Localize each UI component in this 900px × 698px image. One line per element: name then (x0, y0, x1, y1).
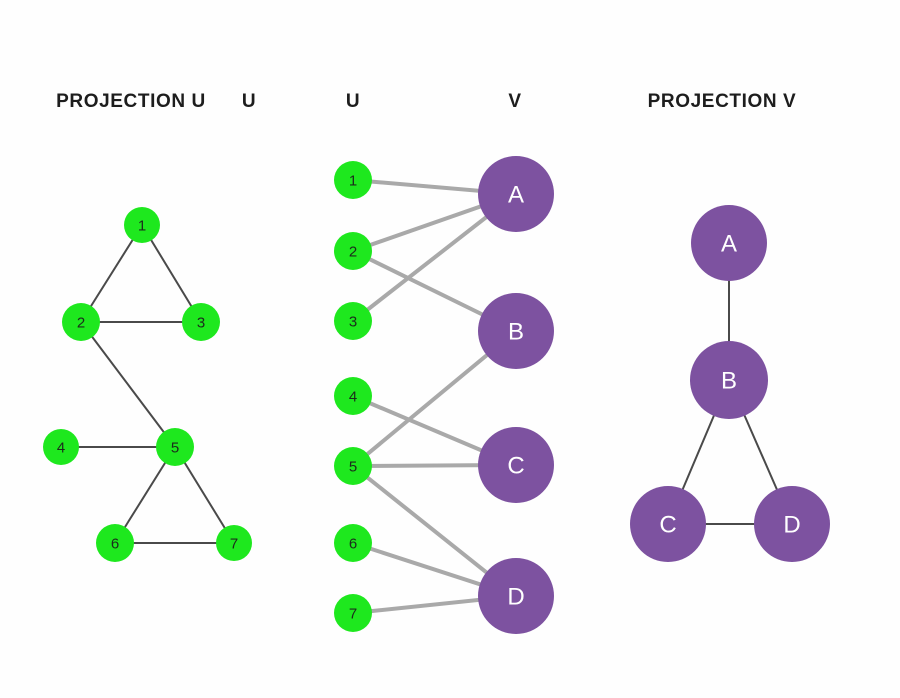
projection-u-node-circle-4[interactable] (43, 429, 79, 465)
bipartite-u-node-circle-2[interactable] (334, 232, 372, 270)
projection-v-node-B[interactable]: B (690, 341, 768, 419)
projection-u-node-circle-3[interactable] (182, 303, 220, 341)
bipartite-v-node-A[interactable]: A (478, 156, 554, 232)
bipartite-u-node-circle-3[interactable] (334, 302, 372, 340)
projection-u-edges (60, 224, 235, 544)
projection-v-nodes: A B C D (630, 205, 830, 562)
bipartite-u-node-label-7: 7 (349, 606, 357, 623)
projection-u-node-5[interactable]: 5 (156, 428, 194, 466)
projection-u-edge-1-2 (80, 224, 143, 323)
projection-u-node-label-3: 3 (197, 315, 205, 332)
projection-u-node-circle-7[interactable] (216, 525, 252, 561)
projection-u-node-label-7: 7 (230, 536, 238, 553)
projection-u-edge-2-5 (80, 321, 176, 448)
bipartite-u-node-label-3: 3 (349, 314, 357, 331)
projection-u-node-3[interactable]: 3 (182, 303, 220, 341)
bipartite-v-node-label-A: A (508, 182, 524, 209)
projection-u-node-circle-6[interactable] (96, 524, 134, 562)
bipartite-u-node-6[interactable]: 6 (334, 524, 372, 562)
bipartite-u-node-circle-4[interactable] (334, 377, 372, 415)
projection-u-node-circle-2[interactable] (62, 303, 100, 341)
projection-u-nodes: 1 2 3 4 5 6 7 (43, 207, 252, 562)
bipartite-u-node-2[interactable]: 2 (334, 232, 372, 270)
bipartite-v-node-D[interactable]: D (478, 558, 554, 634)
projection-u-node-label-2: 2 (77, 315, 85, 332)
projection-u-node-circle-1[interactable] (124, 207, 160, 243)
column-header-v-middle: V (508, 91, 522, 112)
column-header-u-middle: U (345, 91, 361, 112)
projection-v-node-label-C: C (659, 512, 676, 539)
bipartite-edges (351, 178, 518, 615)
projection-u-node-label-4: 4 (57, 440, 65, 457)
projection-u-node-7[interactable]: 7 (216, 525, 252, 561)
bipartite-u-node-circle-7[interactable] (334, 594, 372, 632)
bipartite-u-node-circle-6[interactable] (334, 524, 372, 562)
bipartite-u-node-label-4: 4 (349, 389, 357, 406)
projection-u-node-6[interactable]: 6 (96, 524, 134, 562)
bipartite-u-node-circle-1[interactable] (334, 161, 372, 199)
projection-v-node-label-B: B (721, 368, 737, 395)
bipartite-u-node-7[interactable]: 7 (334, 594, 372, 632)
bipartite-u-node-label-2: 2 (349, 244, 357, 261)
projection-u-node-circle-5[interactable] (156, 428, 194, 466)
bipartite-v-node-circle-C[interactable] (478, 427, 554, 503)
projection-u-node-2[interactable]: 2 (62, 303, 100, 341)
projection-v-node-C[interactable]: C (630, 486, 706, 562)
bipartite-v-node-B[interactable]: B (478, 293, 554, 369)
bipartite-u-node-circle-5[interactable] (334, 447, 372, 485)
projection-v-node-D[interactable]: D (754, 486, 830, 562)
bipartite-u-node-3[interactable]: 3 (334, 302, 372, 340)
projection-u-node-label-6: 6 (111, 536, 119, 553)
bipartite-v-nodes: A B C D (478, 156, 554, 634)
bipartite-u-node-1[interactable]: 1 (334, 161, 372, 199)
bipartite-v-node-label-C: C (507, 453, 524, 480)
projection-v-node-A[interactable]: A (691, 205, 767, 281)
bipartite-v-node-label-D: D (507, 584, 524, 611)
bipartite-u-nodes: 1 2 3 4 5 6 7 (334, 161, 372, 632)
projection-v-node-circle-B[interactable] (690, 341, 768, 419)
column-header-u-left: U (241, 91, 257, 112)
projection-v-node-circle-A[interactable] (691, 205, 767, 281)
bipartite-u-node-label-6: 6 (349, 536, 357, 553)
bipartite-v-node-circle-D[interactable] (478, 558, 554, 634)
projection-v-node-circle-D[interactable] (754, 486, 830, 562)
bipartite-v-node-circle-B[interactable] (478, 293, 554, 369)
projection-u-node-1[interactable]: 1 (124, 207, 160, 243)
projection-v-node-label-A: A (721, 231, 737, 258)
column-header-projection-v: PROJECTION V (647, 91, 797, 112)
projection-v-node-label-D: D (783, 512, 800, 539)
bipartite-u-node-4[interactable]: 4 (334, 377, 372, 415)
bipartite-u-node-label-5: 5 (349, 459, 357, 476)
projection-v-node-circle-C[interactable] (630, 486, 706, 562)
projection-u-node-label-5: 5 (171, 440, 179, 457)
bipartite-u-node-5[interactable]: 5 (334, 447, 372, 485)
projection-u-node-4[interactable]: 4 (43, 429, 79, 465)
bipartite-v-node-label-B: B (508, 319, 524, 346)
bipartite-v-node-circle-A[interactable] (478, 156, 554, 232)
column-header-projection-u: PROJECTION U (56, 91, 206, 112)
bipartite-u-node-label-1: 1 (349, 173, 357, 190)
bipartite-v-node-C[interactable]: C (478, 427, 554, 503)
projection-u-node-label-1: 1 (138, 218, 146, 235)
